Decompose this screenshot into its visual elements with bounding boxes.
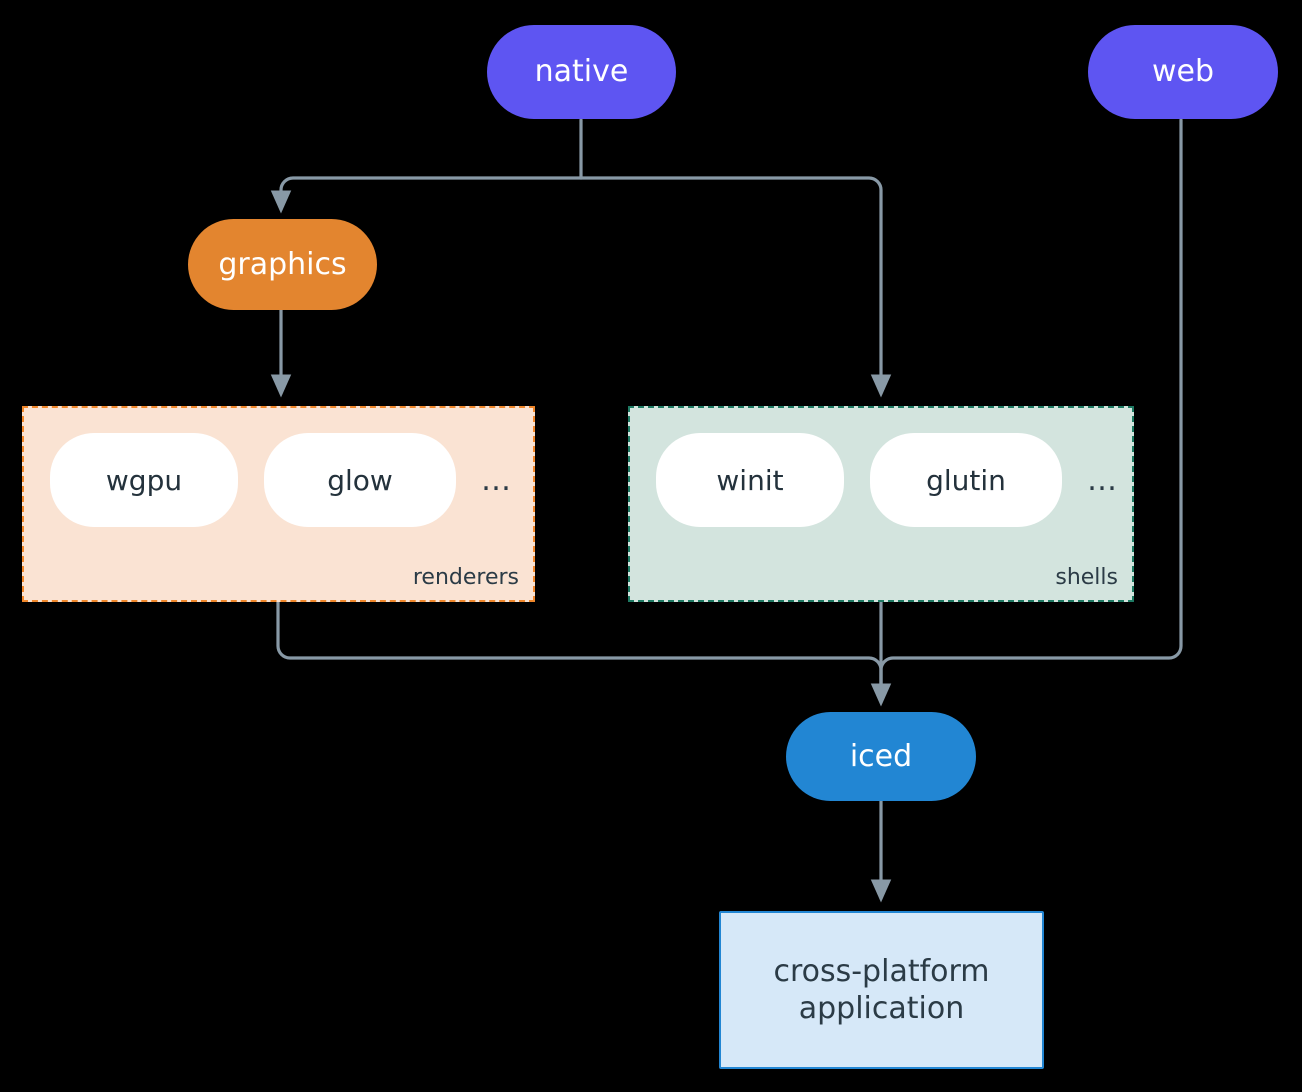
group-shells-label: shells — [1055, 565, 1118, 590]
edge-native-to-graphics — [270, 176, 583, 214]
group-renderers-label: renderers — [412, 565, 519, 590]
node-web-label: web — [1151, 54, 1215, 90]
shells-overflow-label: … — [1087, 462, 1117, 498]
edge-native-to-shells — [579, 176, 892, 398]
node-winit[interactable]: winit — [656, 433, 844, 527]
node-native-label: native — [534, 54, 629, 90]
node-glow[interactable]: glow — [264, 433, 456, 527]
node-wgpu[interactable]: wgpu — [50, 433, 238, 527]
node-web[interactable]: web — [1088, 25, 1278, 119]
node-glutin-label: glutin — [926, 463, 1006, 497]
node-application-label-line1: cross-platform — [773, 953, 990, 989]
renderers-overflow-label: … — [481, 462, 511, 498]
edge-renderers-to-iced — [276, 600, 883, 702]
renderers-overflow-ellipsis: … — [474, 456, 518, 504]
shells-overflow-ellipsis: … — [1080, 456, 1124, 504]
node-iced-label: iced — [849, 738, 913, 774]
node-native[interactable]: native — [487, 25, 676, 119]
node-wgpu-label: wgpu — [105, 463, 183, 497]
node-winit-label: winit — [716, 463, 784, 497]
node-iced[interactable]: iced — [786, 712, 976, 801]
node-graphics[interactable]: graphics — [188, 219, 377, 310]
node-application-label-line2: application — [798, 991, 965, 1026]
node-glow-label: glow — [327, 463, 393, 497]
node-graphics-label: graphics — [218, 246, 347, 282]
node-glutin[interactable]: glutin — [870, 433, 1062, 527]
node-application[interactable]: cross-platform application — [719, 911, 1044, 1069]
